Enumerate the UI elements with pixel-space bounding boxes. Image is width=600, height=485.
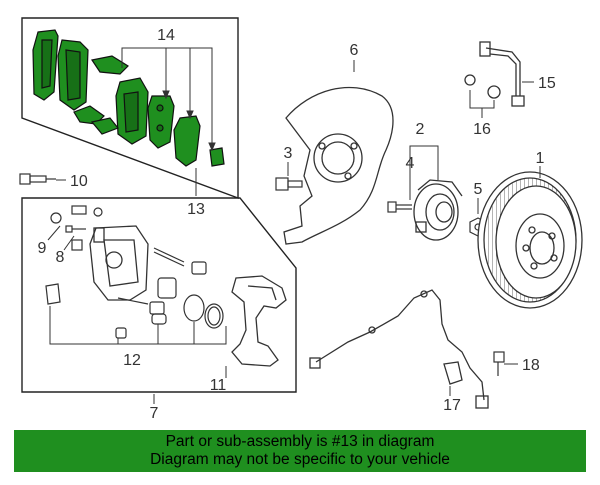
callout-15[interactable]: 15 [538, 75, 556, 92]
callout-labels: 1 2 3 4 5 6 7 8 9 10 11 12 13 14 15 16 1… [38, 27, 556, 422]
callout-1[interactable]: 1 [536, 150, 545, 167]
notice-banner: Part or sub-assembly is #13 in diagram D… [14, 430, 586, 472]
callout-10[interactable]: 10 [70, 173, 88, 190]
callout-6[interactable]: 6 [350, 42, 359, 59]
notice-line-1: Part or sub-assembly is #13 in diagram [165, 433, 435, 450]
caliper-assembly-box [21, 197, 297, 393]
splash-shield[interactable] [283, 86, 394, 245]
wheel-stud[interactable] [387, 201, 412, 213]
wheel-hub[interactable] [413, 179, 463, 241]
callout-leaders [47, 60, 541, 404]
callout-9[interactable]: 9 [38, 240, 47, 257]
leader-lines-14 [121, 47, 216, 152]
bolt-18[interactable] [493, 351, 505, 376]
callout-16[interactable]: 16 [473, 121, 491, 138]
leader-lines-12 [49, 306, 227, 345]
callout-13[interactable]: 13 [187, 201, 205, 218]
callout-18[interactable]: 18 [522, 357, 540, 374]
caliper-small-parts[interactable] [45, 205, 224, 339]
callout-3[interactable]: 3 [284, 145, 293, 162]
bolt-3[interactable] [275, 177, 303, 191]
leader-lines-16 [469, 90, 495, 118]
callout-4[interactable]: 4 [406, 155, 415, 172]
caliper-bracket[interactable] [231, 275, 287, 367]
notice-line-2: Diagram may not be specific to your vehi… [150, 451, 450, 468]
callout-5[interactable]: 5 [474, 181, 483, 198]
callout-12[interactable]: 12 [123, 352, 141, 369]
brake-hose[interactable] [464, 41, 525, 107]
callout-17[interactable]: 17 [443, 397, 461, 414]
brake-pad-set[interactable] [32, 29, 225, 167]
callout-2[interactable]: 2 [416, 121, 425, 138]
callout-7[interactable]: 7 [150, 405, 159, 422]
callout-11[interactable]: 11 [210, 377, 227, 394]
bolt-10[interactable] [19, 173, 56, 185]
brake-rotor[interactable] [477, 171, 583, 309]
callout-14[interactable]: 14 [157, 27, 175, 44]
caliper-housing[interactable] [89, 225, 149, 301]
callout-8[interactable]: 8 [56, 249, 65, 266]
abs-sensor[interactable] [309, 289, 489, 409]
